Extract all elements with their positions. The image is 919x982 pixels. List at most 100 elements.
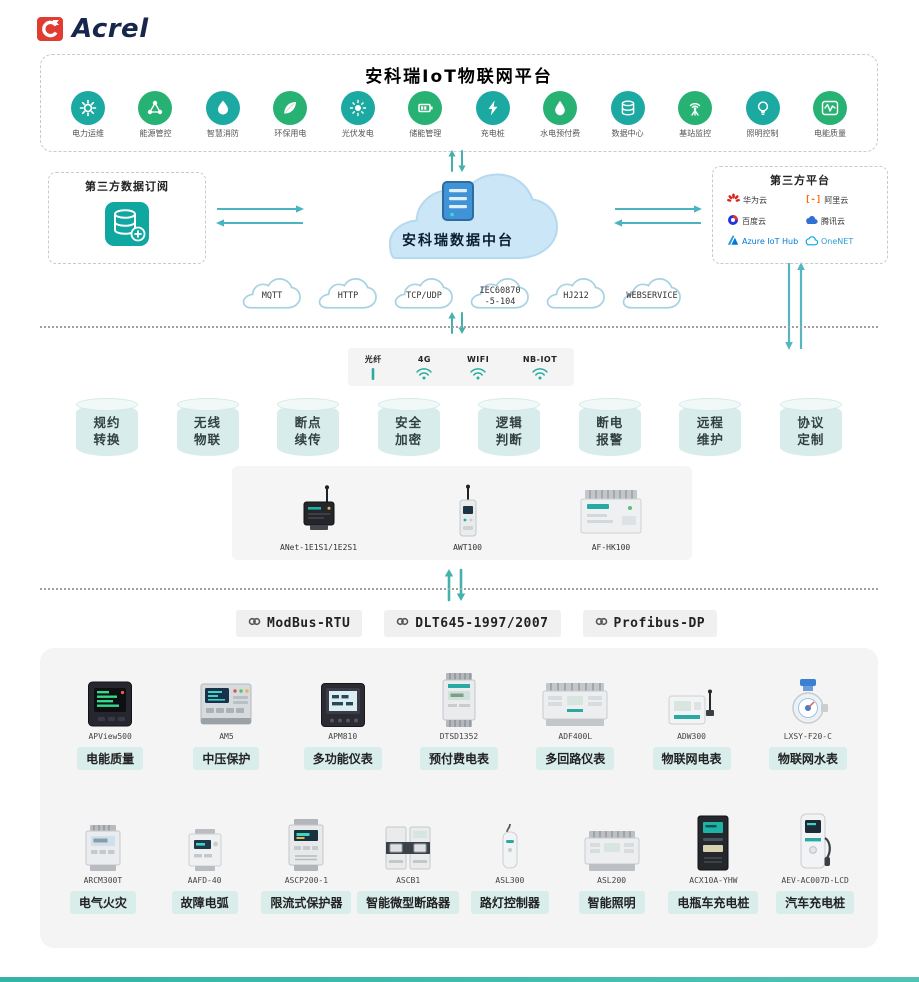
page-title: 安科瑞IoT物联网平台 bbox=[365, 67, 553, 87]
cylinder-body bbox=[176, 404, 239, 456]
protection-relay-icon bbox=[199, 662, 253, 728]
gateway-item: AF-HK100 bbox=[578, 488, 644, 552]
connectivity-label: 4G bbox=[417, 354, 431, 364]
platform-item: 百度云 bbox=[727, 214, 803, 228]
platform-label: 阿里云 bbox=[824, 195, 849, 205]
app-item: 充电桩 bbox=[464, 91, 522, 139]
capability-cylinder: 无线 物联 bbox=[176, 398, 239, 456]
device-category-chip: 物联网电表 bbox=[652, 747, 731, 770]
iot-water-meter-icon bbox=[787, 662, 829, 728]
tencent-cloud-logo bbox=[805, 215, 818, 227]
database-icon bbox=[610, 91, 645, 125]
huawei-cloud-logo bbox=[727, 193, 740, 207]
device-model: ARCM300T bbox=[83, 876, 123, 885]
platform-downlink-arrows bbox=[780, 260, 810, 352]
capability-cylinder: 安全 加密 bbox=[377, 398, 440, 456]
protocol-cloud-label: HJ212 bbox=[563, 291, 589, 302]
device-category-chip: 物联网水表 bbox=[768, 747, 847, 770]
device-model: ASL300 bbox=[495, 876, 525, 885]
dashed-divider-top bbox=[40, 326, 878, 328]
app-label: 充电桩 bbox=[480, 129, 505, 138]
azure-logo bbox=[727, 235, 739, 248]
capability-cylinder: 断点 续传 bbox=[277, 398, 340, 456]
app-label: 环保用电 bbox=[274, 129, 307, 138]
app-item: 能源管控 bbox=[126, 91, 184, 139]
protocol-cloud: IEC60870 -5-104 bbox=[466, 274, 534, 316]
dashed-divider-bottom bbox=[40, 588, 878, 590]
signal-icon bbox=[415, 366, 433, 380]
bulb-icon bbox=[745, 91, 780, 125]
connectivity-label: 光纤 bbox=[364, 354, 382, 364]
capability-label: 安全 加密 bbox=[395, 415, 423, 447]
device-item: ADW300 物联网电表 bbox=[633, 662, 749, 770]
ev-charger-icon bbox=[795, 806, 835, 872]
bike-charging-station-icon bbox=[695, 806, 731, 872]
acrel-logo-icon bbox=[37, 17, 63, 41]
app-icons-row: 电力运维能源管控智慧消防环保用电光伏发电储能管理充电桩水电预付费数据中心基站监控… bbox=[59, 91, 859, 139]
ali-cloud-logo: [-] bbox=[805, 195, 822, 205]
cylinder-body bbox=[779, 404, 842, 456]
app-label: 照明控制 bbox=[746, 129, 779, 138]
cylinder-top bbox=[76, 398, 138, 411]
capability-cylinder: 规约 转换 bbox=[76, 398, 138, 456]
capability-cylinder: 远程 维护 bbox=[679, 398, 742, 456]
updown-arrow-top bbox=[444, 148, 470, 174]
capability-label: 规约 转换 bbox=[93, 415, 121, 447]
device-model: AAFD-40 bbox=[187, 876, 222, 885]
protocol-cloud: WEBSERVICE bbox=[618, 274, 686, 316]
device-category-chip: 电瓶车充电桩 bbox=[668, 891, 759, 914]
device-model: ASL200 bbox=[597, 876, 627, 885]
awt-terminal-icon bbox=[455, 484, 481, 540]
connectivity-item: 4G bbox=[415, 355, 433, 380]
device-category-chip: 多回路仪表 bbox=[536, 747, 615, 770]
cylinder-top bbox=[578, 398, 641, 411]
app-label: 智慧消防 bbox=[206, 129, 239, 138]
app-label: 数据中心 bbox=[611, 129, 644, 138]
right-box-title: 第三方平台 bbox=[770, 174, 830, 187]
device-category-chip: 电气火灾 bbox=[69, 891, 136, 914]
gateway-item: AWT100 bbox=[453, 484, 482, 552]
sun-icon bbox=[340, 91, 375, 125]
updown-arrow-bottom bbox=[440, 566, 470, 604]
protocol-cloud: MQTT bbox=[238, 274, 306, 316]
connectivity-item: WIFI bbox=[467, 355, 489, 380]
cylinder-top bbox=[779, 398, 842, 411]
gateway-item: ANet-1E1S1/1E2S1 bbox=[280, 484, 357, 552]
platform-item: Azure IoT Hub bbox=[727, 235, 803, 248]
fiber-icon bbox=[369, 367, 377, 381]
platform-label: Azure IoT Hub bbox=[742, 237, 799, 246]
capability-cylinders-row: 规约 转换无线 物联断点 续传安全 加密逻辑 判断断电 报警远程 维护协议 定制 bbox=[76, 398, 842, 456]
app-label: 电力运维 bbox=[72, 129, 104, 138]
app-label: 光伏发电 bbox=[341, 129, 374, 138]
bus-protocol-chip: ModBus-RTU bbox=[236, 610, 363, 637]
cylinder-body bbox=[578, 404, 641, 456]
device-model: ADW300 bbox=[677, 732, 706, 741]
cylinder-top bbox=[478, 398, 541, 411]
app-item: 电力运维 bbox=[59, 91, 117, 139]
connectivity-item: NB-IOT bbox=[523, 355, 557, 380]
link-icon bbox=[396, 615, 409, 632]
cylinder-body bbox=[679, 404, 742, 456]
cylinder-top bbox=[679, 398, 742, 411]
capability-cylinder: 协议 定制 bbox=[779, 398, 842, 456]
bolt-icon bbox=[475, 91, 510, 125]
afhk-gateway-icon bbox=[578, 488, 644, 540]
capability-label: 断点 续传 bbox=[294, 415, 322, 447]
app-item: 环保用电 bbox=[261, 91, 319, 139]
connectivity-item: 光纤 bbox=[365, 354, 382, 381]
right-exchange-arrows bbox=[610, 202, 706, 230]
smart-breaker-icon bbox=[380, 806, 436, 872]
power-quality-analyzer-icon bbox=[87, 662, 133, 728]
iot-energy-meter-icon bbox=[667, 662, 717, 728]
platform-item: 华为云 bbox=[727, 193, 803, 207]
